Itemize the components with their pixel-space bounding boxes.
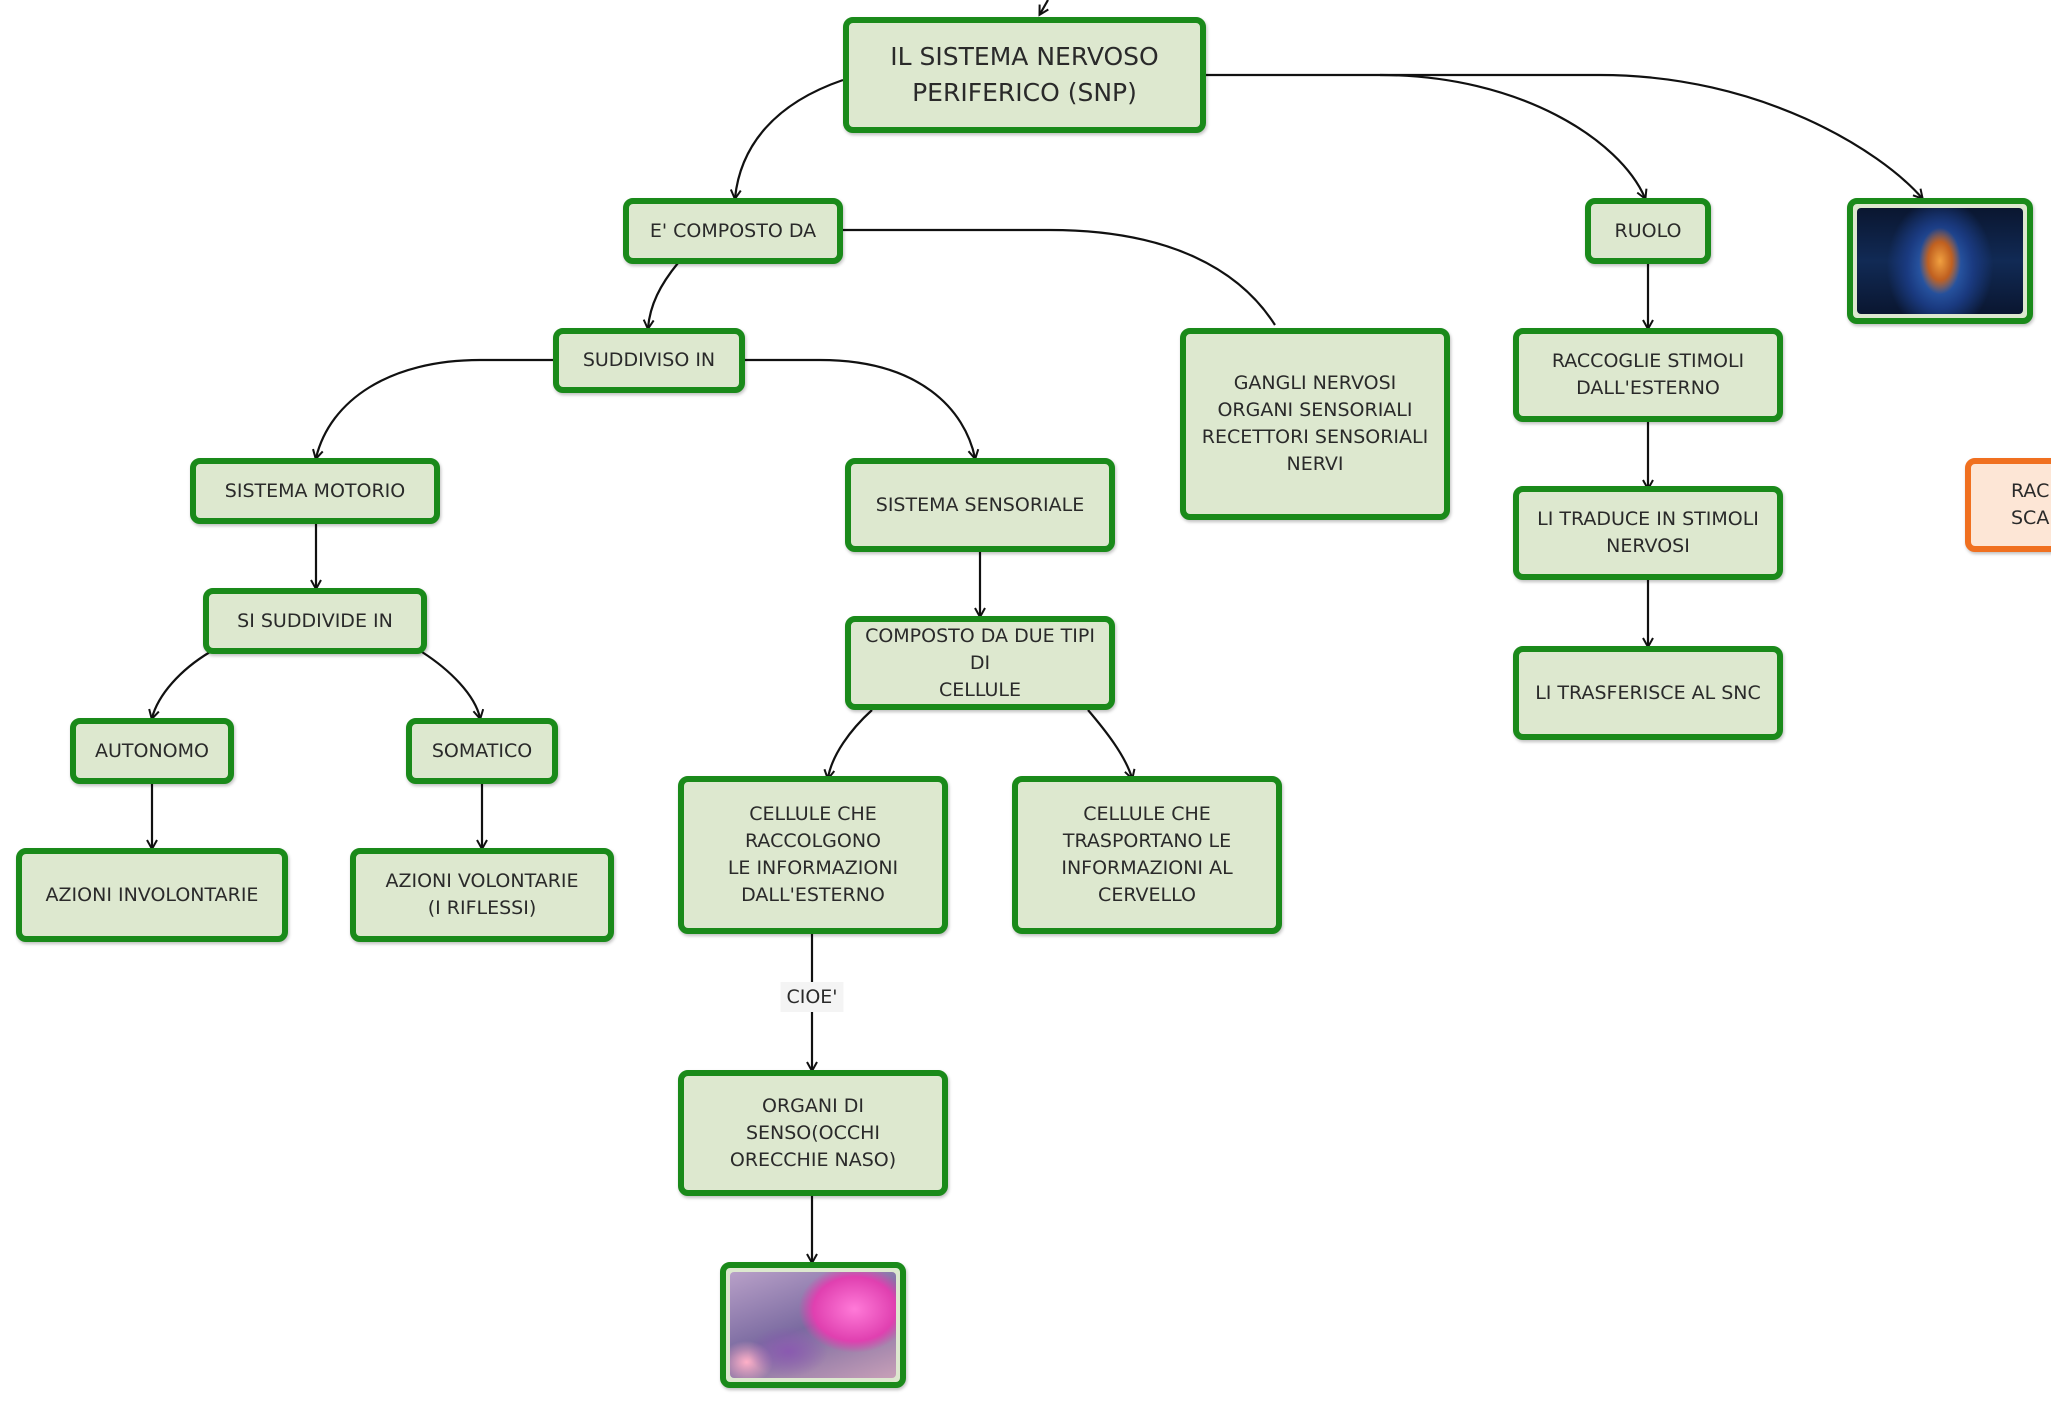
link-suddiviso-sensoriale — [742, 358, 975, 458]
node-due-tipi-cellule[interactable]: COMPOSTO DA DUE TIPI DI CELLULE — [845, 616, 1115, 710]
node-trasferisce-snc[interactable]: LI TRASFERISCE AL SNC — [1513, 646, 1783, 740]
edge-label-cioe: CIOE' — [780, 982, 844, 1012]
link-root-image — [1380, 73, 1922, 198]
brain-image — [730, 1272, 896, 1378]
link-composto-gangli — [840, 228, 1276, 326]
node-brain-image[interactable] — [720, 1262, 906, 1388]
node-sistema-sensoriale[interactable]: SISTEMA SENSORIALE — [845, 458, 1115, 552]
link-top-entry — [1040, 0, 1049, 14]
link-sisuddivide-somatico — [421, 651, 480, 718]
link-root-ruolo — [1206, 73, 1645, 198]
node-si-suddivide-in[interactable]: SI SUDDIVIDE IN — [203, 588, 427, 654]
nervous-system-image — [1857, 208, 2023, 314]
node-partial-orange[interactable]: RAC SCA — [1965, 458, 2051, 552]
link-sisuddivide-autonomo — [152, 651, 211, 718]
node-azioni-involontarie[interactable]: AZIONI INVOLONTARIE — [16, 848, 288, 942]
link-root-composto — [735, 78, 844, 198]
node-cellule-raccolgono[interactable]: CELLULE CHE RACCOLGONO LE INFORMAZIONI D… — [678, 776, 948, 934]
link-composto-suddiviso — [648, 262, 679, 328]
node-cellule-trasportano[interactable]: CELLULE CHE TRASPORTANO LE INFORMAZIONI … — [1012, 776, 1282, 934]
link-duetipi-raccolgono — [828, 709, 873, 778]
node-raccoglie-stimoli[interactable]: RACCOGLIE STIMOLI DALL'ESTERNO — [1513, 328, 1783, 422]
node-azioni-volontarie[interactable]: AZIONI VOLONTARIE (I RIFLESSI) — [350, 848, 614, 942]
node-organi-di-senso[interactable]: ORGANI DI SENSO(OCCHI ORECCHIE NASO) — [678, 1070, 948, 1196]
node-suddiviso-in[interactable]: SUDDIVISO IN — [553, 328, 745, 393]
node-skeleton-image[interactable] — [1847, 198, 2033, 324]
node-traduce-stimoli[interactable]: LI TRADUCE IN STIMOLI NERVOSI — [1513, 486, 1783, 580]
link-duetipi-trasportano — [1087, 709, 1132, 778]
link-suddiviso-motorio — [316, 358, 556, 458]
node-autonomo[interactable]: AUTONOMO — [70, 718, 234, 784]
node-composto-da[interactable]: E' COMPOSTO DA — [623, 198, 843, 264]
node-gangli[interactable]: GANGLI NERVOSI ORGANI SENSORIALI RECETTO… — [1180, 328, 1450, 520]
node-somatico[interactable]: SOMATICO — [406, 718, 558, 784]
node-sistema-motorio[interactable]: SISTEMA MOTORIO — [190, 458, 440, 524]
node-root-snp[interactable]: IL SISTEMA NERVOSO PERIFERICO (SNP) — [843, 17, 1206, 133]
node-ruolo[interactable]: RUOLO — [1585, 198, 1711, 264]
